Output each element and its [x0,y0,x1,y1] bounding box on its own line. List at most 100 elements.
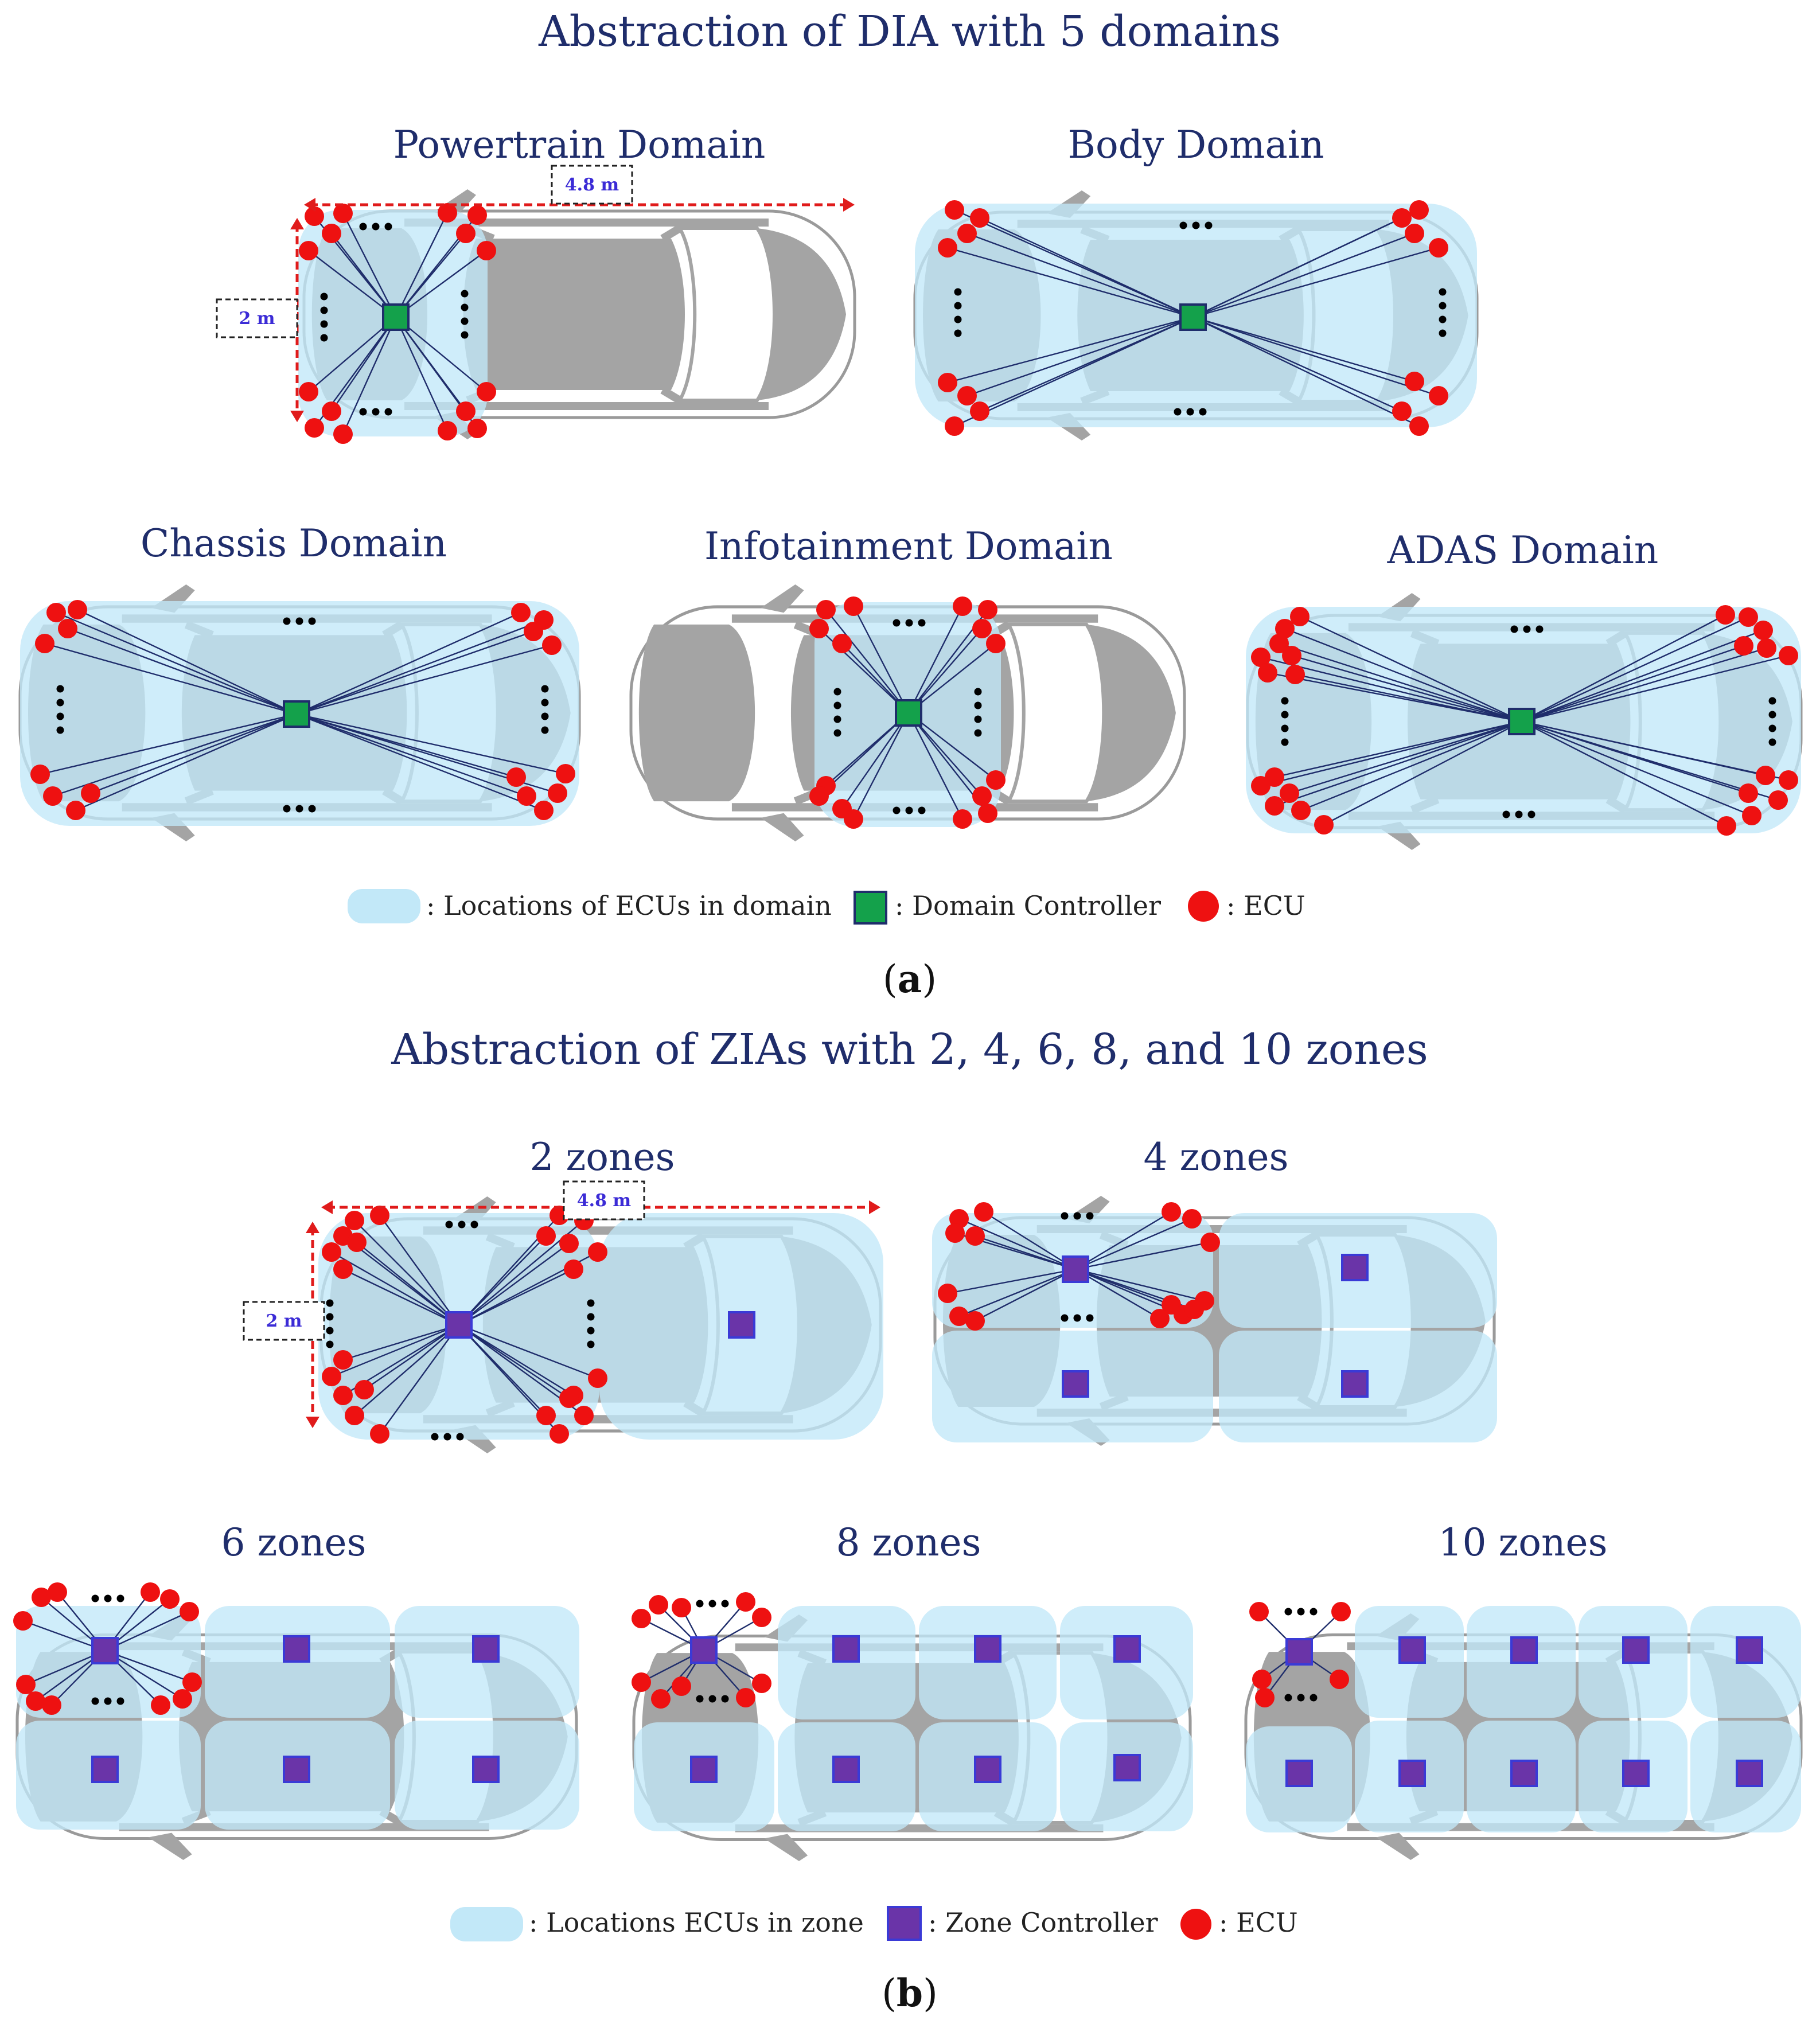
dot [974,688,982,696]
dot [461,290,469,298]
ecu-node [549,1424,569,1444]
dot [587,1327,595,1335]
dot [56,685,64,693]
ecu-wire [1260,720,1522,787]
ecu-node [1739,783,1758,803]
legend-domain-controller-label: : Domain Controller [895,890,1161,921]
zone-controller-hub [1736,1760,1763,1787]
dot [359,223,367,231]
dot [905,619,913,627]
ecu-node [970,208,989,228]
zone-controller [690,1636,718,1664]
six-zones-diagram: 6 zones [13,1520,579,1860]
dot [1439,315,1447,323]
ten-zones-diagram: 10 zones [1246,1520,1801,1860]
dot [541,712,549,720]
ecu-node [972,786,992,806]
ecu-node [574,1406,594,1425]
dot [833,715,841,723]
eight-zones-diagram: 8 zones [632,1520,1193,1861]
dot [1061,1314,1069,1322]
arrow-head [306,1417,319,1428]
ecu-node [1265,796,1284,816]
ecu-wire [1075,1268,1205,1302]
arrow-head [290,411,304,422]
dot [445,1220,453,1229]
ecu-node [1269,634,1289,653]
ecu-node [1392,401,1412,421]
ecu-node [46,603,66,622]
ecu-wire [364,1324,459,1390]
ecu-node [13,1611,33,1631]
length-dimension: 4.8 m [321,1180,880,1220]
dot [1192,221,1200,229]
ecu-node [456,224,476,243]
domain-controller-hub [299,203,496,444]
ecu-node [972,619,992,638]
ecu-wire [1274,720,1522,807]
body-domain-diagram: Body Domain [915,123,1477,440]
dot [708,1600,716,1608]
zone-controller-hub [91,1756,119,1783]
ecu-node [945,200,964,220]
ecu-wire [966,316,1194,397]
ecu-node [974,1202,993,1222]
dot [283,805,291,813]
ecu-node [1409,416,1429,436]
zone-controller [1736,1760,1763,1787]
zone-controller-hub [728,1311,755,1339]
ecu-node [809,786,829,806]
domain-controller-hub [30,600,575,820]
dot [1281,738,1289,746]
dot [326,1313,334,1321]
chassis-domain-label: Chassis Domain [141,521,447,566]
dot [1086,1314,1094,1322]
ecu-node [477,241,496,260]
dot [696,1600,704,1608]
dot [56,726,64,734]
width-dimension: 2 m [216,218,304,422]
ecu-node [1768,790,1788,810]
ecu-node [26,1691,45,1711]
section-a-title: Abstraction of DIA with 5 domains [538,7,1281,56]
dot [91,1594,99,1602]
ecu-node [1251,648,1271,667]
ecu-node [1255,1688,1275,1707]
ecu-node [752,1608,771,1627]
ecu-wire [1521,647,1767,723]
ecu-wire [395,317,449,431]
dot [1523,625,1531,633]
ecu-wire [296,611,521,715]
dimension-box [243,1301,325,1341]
ecu-node [345,1406,364,1425]
ecu-node [347,1233,367,1252]
ecu-wire [104,1610,190,1652]
ecu-node [548,783,567,803]
ecu-node [536,1226,556,1246]
arrow-head [869,1200,880,1214]
ecu-node [322,224,341,243]
ecu-node [1291,801,1311,820]
ecu-wire [56,611,297,715]
ecu-wire [907,712,964,820]
zone-controller-hub [1398,1760,1426,1787]
dot [1768,697,1776,705]
zone-controller-hub [832,1635,860,1663]
two-zones-label: 2 zones [530,1135,675,1179]
ecu-wire [1284,627,1522,723]
dot [954,302,962,310]
ecu-wire [67,627,297,715]
ecu-node [832,634,852,653]
ecu-node [1252,1670,1272,1689]
dot [1502,810,1510,818]
ecu-wire [908,712,983,797]
dot [905,806,913,814]
ecu-node [949,1307,969,1326]
dot [1073,1212,1081,1220]
dot [708,1695,716,1703]
dot [587,1340,595,1348]
domain-controller-hub [938,200,1448,436]
dot [461,303,469,311]
ecu-wire [947,1268,1076,1294]
ecu-node [556,764,575,783]
